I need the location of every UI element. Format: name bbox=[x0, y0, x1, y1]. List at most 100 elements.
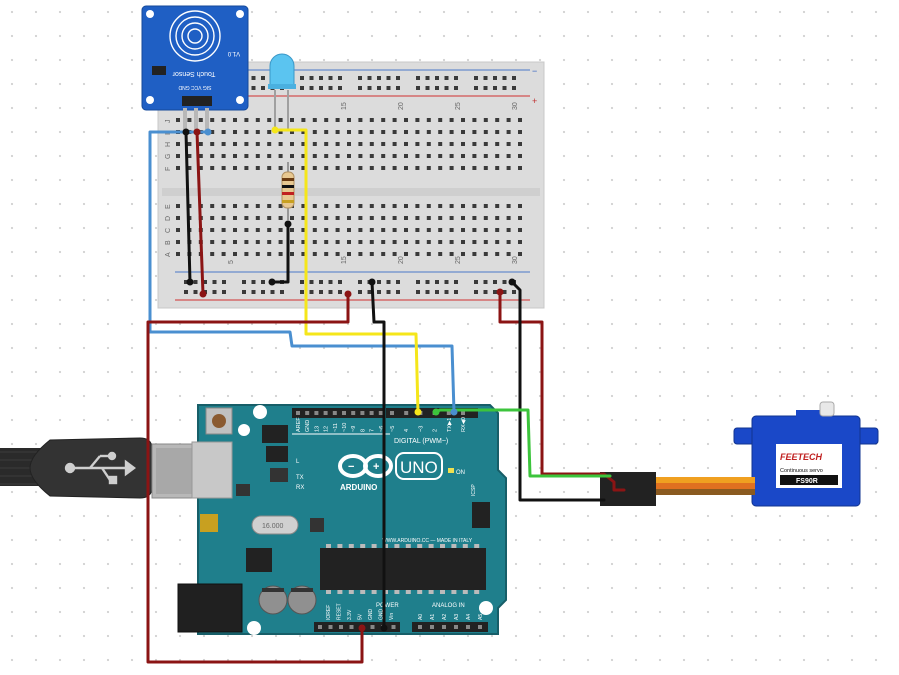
bb-rail-hole bbox=[367, 290, 372, 294]
bb-rail-hole bbox=[212, 290, 217, 294]
usb-icon bbox=[64, 451, 136, 485]
bb-hole bbox=[392, 216, 397, 220]
bb-hole bbox=[518, 228, 522, 232]
bb-rail-hole bbox=[184, 280, 188, 284]
bb-hole bbox=[358, 142, 363, 146]
bb-hole bbox=[461, 142, 465, 146]
chip-pin bbox=[360, 590, 366, 594]
bb-hole bbox=[301, 240, 306, 244]
bb-rail-hole bbox=[300, 290, 304, 294]
bb-hole bbox=[426, 166, 431, 170]
bb-hole bbox=[210, 204, 215, 208]
bb-rail-hole bbox=[502, 76, 507, 80]
bb-rail-hole bbox=[300, 86, 304, 90]
bb-hole bbox=[210, 166, 215, 170]
capacitor bbox=[287, 585, 317, 615]
bb-hole bbox=[278, 228, 283, 232]
wire-gnd-black bbox=[370, 280, 386, 414]
bb-hole bbox=[495, 216, 500, 220]
bb-rail-hole bbox=[444, 76, 449, 80]
bb-hole bbox=[290, 166, 294, 170]
bb-rail-hole bbox=[483, 290, 488, 294]
bb-rail-hole bbox=[502, 290, 507, 294]
bb-rail-hole bbox=[425, 290, 430, 294]
bb-hole bbox=[415, 204, 420, 208]
digital-label: DIGITAL (PWM~) bbox=[394, 438, 448, 445]
chip-pins bbox=[326, 544, 480, 594]
bb-rail-hole bbox=[251, 76, 256, 80]
bb-rail-hole bbox=[319, 290, 323, 294]
bb-hole bbox=[278, 154, 283, 158]
chip-pin bbox=[337, 544, 343, 548]
digital-pin-hole bbox=[332, 411, 337, 415]
touch-sensor-label: Touch Sensor bbox=[172, 70, 215, 77]
bb-hole bbox=[518, 252, 522, 256]
wire-servo-black bbox=[510, 280, 606, 502]
analog-label: ANALOG IN bbox=[432, 603, 465, 609]
bb-hole bbox=[324, 142, 329, 146]
bb-rail-hole bbox=[502, 280, 507, 284]
servo-brand: FEETECH bbox=[780, 452, 823, 462]
bb-rail-hole bbox=[483, 86, 488, 90]
bb-hole bbox=[324, 118, 329, 122]
bb-hole bbox=[312, 240, 317, 244]
bb-hole bbox=[438, 240, 443, 244]
bb-rail-hole bbox=[512, 86, 516, 90]
digital-pin-label: 12 bbox=[324, 426, 330, 432]
bb-hole bbox=[255, 130, 260, 134]
bb-hole bbox=[267, 216, 272, 220]
bb-hole bbox=[278, 216, 283, 220]
power-pin-hole bbox=[391, 625, 396, 629]
usb-cable bbox=[0, 437, 199, 499]
wire-resistor-gnd bbox=[270, 222, 290, 284]
bb-hole bbox=[381, 142, 386, 146]
bb-hole bbox=[483, 130, 488, 134]
digital-pin-label: ~3 bbox=[418, 426, 424, 432]
bb-hole bbox=[449, 252, 454, 256]
bb-hole bbox=[404, 142, 408, 146]
bb-hole bbox=[233, 154, 237, 158]
bb-rail-hole bbox=[358, 86, 362, 90]
bb-hole bbox=[278, 166, 283, 170]
chip-pin bbox=[394, 590, 400, 594]
bb-hole bbox=[461, 154, 465, 158]
bb-hole bbox=[187, 166, 192, 170]
led-body bbox=[269, 53, 295, 87]
bb-hole bbox=[415, 252, 420, 256]
bb-hole bbox=[495, 166, 500, 170]
bb-rail-hole bbox=[319, 86, 323, 90]
bb-hole bbox=[404, 252, 408, 256]
bb-hole bbox=[472, 118, 477, 122]
bb-hole bbox=[267, 154, 272, 158]
arduino-model: UNO bbox=[400, 458, 438, 477]
bb-hole bbox=[255, 240, 260, 244]
bb-col-num-b20: 20 bbox=[398, 256, 405, 264]
bb-hole bbox=[392, 204, 397, 208]
bb-rail-hole bbox=[328, 86, 333, 90]
servo-shaft-base bbox=[796, 410, 826, 420]
bb-hole bbox=[335, 130, 340, 134]
bb-hole bbox=[335, 166, 340, 170]
power-jack bbox=[177, 583, 243, 633]
bb-hole bbox=[324, 228, 329, 232]
touch-sensor-pins-label: SIG VCC GND bbox=[178, 84, 211, 90]
bb-rail-hole bbox=[444, 290, 449, 294]
bb-hole bbox=[404, 204, 408, 208]
servo-motor: FEETECH Continuous servo FS90R bbox=[733, 401, 879, 507]
bb-hole bbox=[312, 204, 317, 208]
bb-hole bbox=[483, 166, 488, 170]
bb-col-num-b30: 30 bbox=[512, 256, 519, 264]
bb-hole bbox=[381, 118, 386, 122]
bb-hole bbox=[255, 204, 260, 208]
bb-hole bbox=[404, 118, 408, 122]
analog-pin-label: A5 bbox=[478, 614, 484, 620]
bb-hole bbox=[221, 130, 226, 134]
bb-col-num-25: 25 bbox=[455, 102, 462, 110]
bb-hole bbox=[255, 118, 260, 122]
chip-pin bbox=[337, 590, 343, 594]
bb-hole bbox=[301, 166, 306, 170]
bb-hole bbox=[518, 216, 522, 220]
bb-rail-hole bbox=[300, 76, 304, 80]
digital-header-right bbox=[386, 408, 478, 418]
bb-rail-hole bbox=[454, 280, 458, 284]
